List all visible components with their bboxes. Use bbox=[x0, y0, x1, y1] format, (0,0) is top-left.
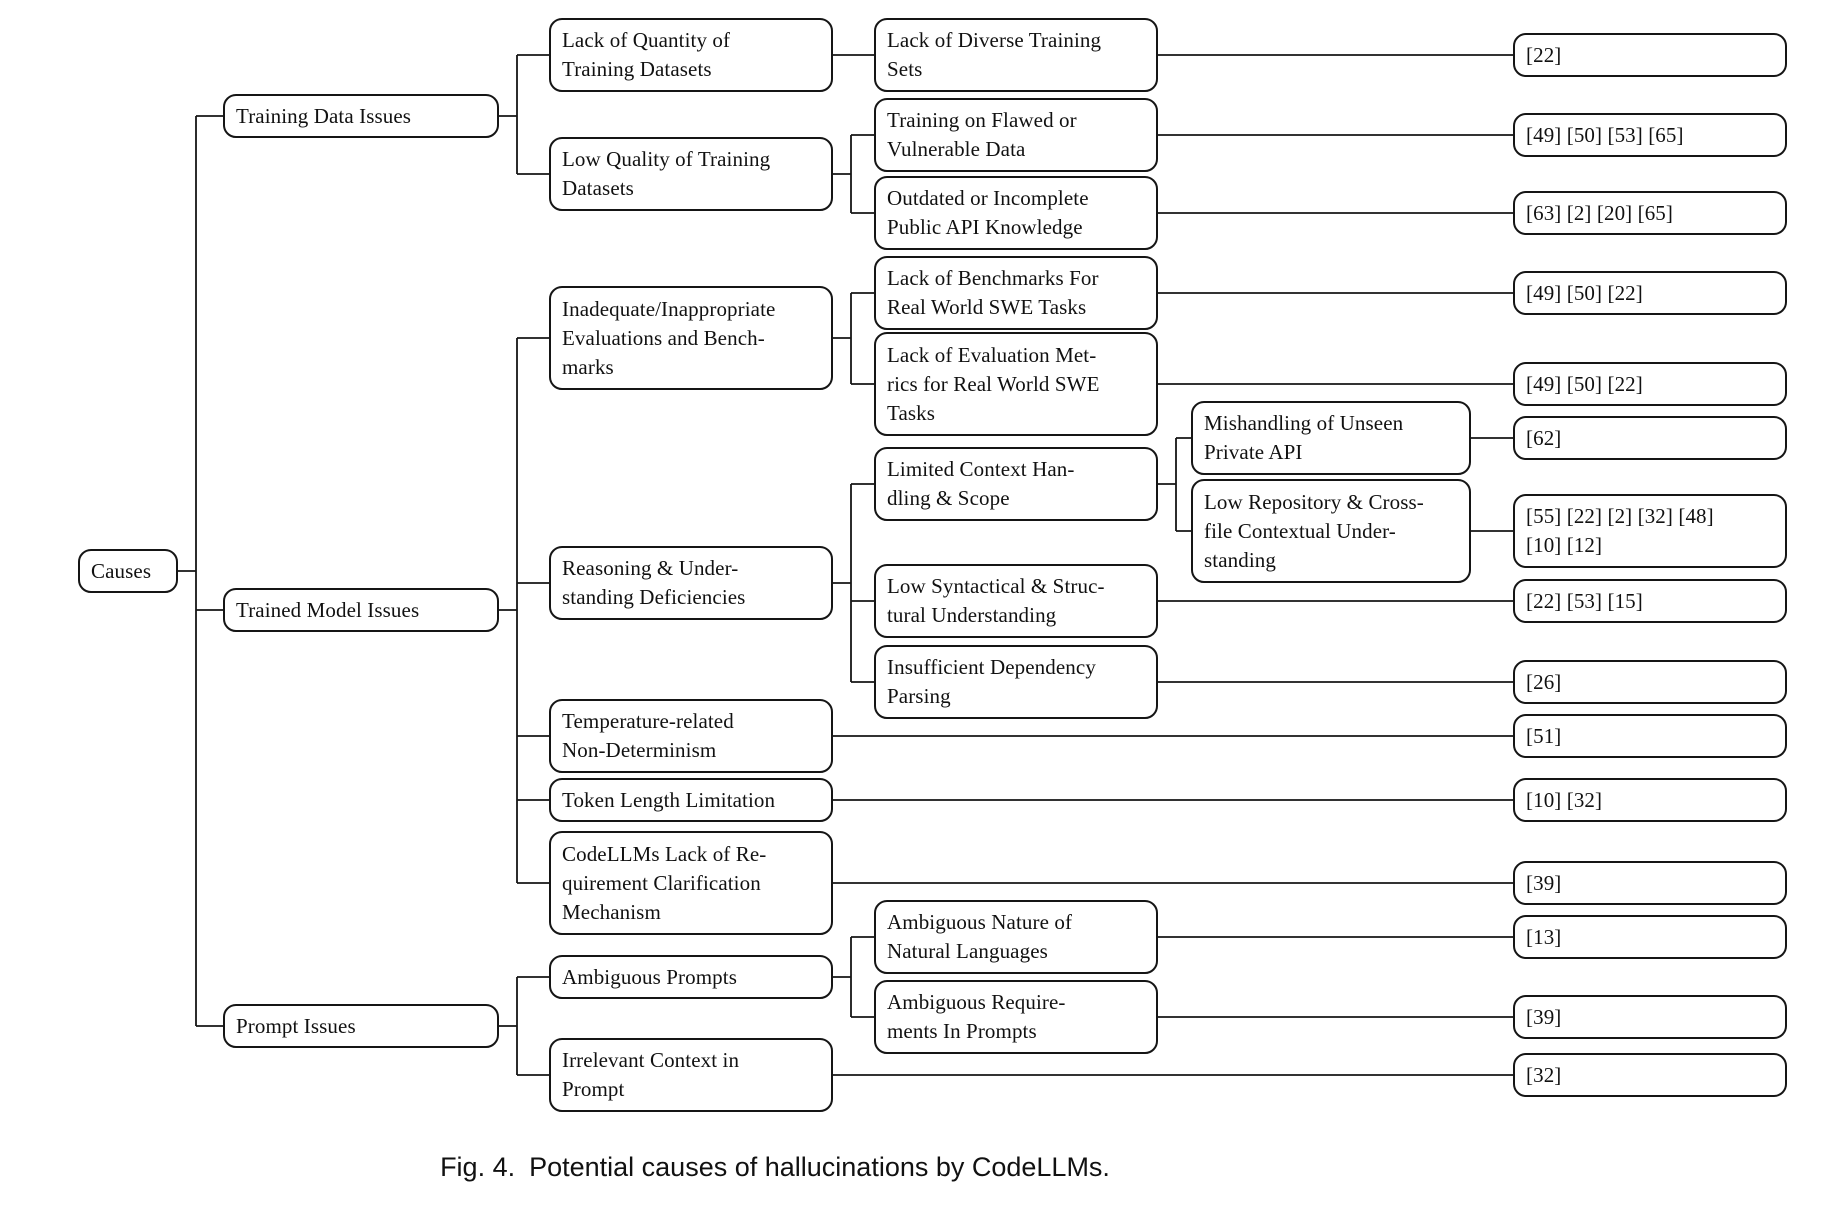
node-prompt-issues: Prompt Issues bbox=[223, 1004, 499, 1048]
node-training-on-flawed-data: Training on Flawed or Vulnerable Data bbox=[874, 98, 1158, 172]
node-low-quality-training-datasets: Low Quality of Training Datasets bbox=[549, 137, 833, 211]
refs-lack-benchmarks-swe-tasks: [49] [50] [22] bbox=[1513, 271, 1787, 315]
node-ambiguous-prompts: Ambiguous Prompts bbox=[549, 955, 833, 999]
refs-codellms-lack-requirement-clarification: [39] bbox=[1513, 861, 1787, 905]
node-ambiguous-requirements-in-prompts: Ambiguous Require- ments In Prompts bbox=[874, 980, 1158, 1054]
refs-ambiguous-nature-natural-languages: [13] bbox=[1513, 915, 1787, 959]
node-causes: Causes bbox=[78, 549, 178, 593]
node-reasoning-understanding-deficiencies: Reasoning & Under- standing Deficiencies bbox=[549, 546, 833, 620]
node-insufficient-dependency-parsing: Insufficient Dependency Parsing bbox=[874, 645, 1158, 719]
refs-lack-evaluation-metrics-swe-tasks: [49] [50] [22] bbox=[1513, 362, 1787, 406]
figure-caption-text: Potential causes of hallucinations by Co… bbox=[529, 1152, 1110, 1182]
node-low-repository-crossfile-understanding: Low Repository & Cross- file Contextual … bbox=[1191, 479, 1471, 583]
node-training-data-issues: Training Data Issues bbox=[223, 94, 499, 138]
node-trained-model-issues: Trained Model Issues bbox=[223, 588, 499, 632]
refs-irrelevant-context-in-prompt: [32] bbox=[1513, 1053, 1787, 1097]
refs-insufficient-dependency-parsing: [26] bbox=[1513, 660, 1787, 704]
node-token-length-limitation: Token Length Limitation bbox=[549, 778, 833, 822]
node-low-syntactical-structural-understanding: Low Syntactical & Struc- tural Understan… bbox=[874, 564, 1158, 638]
node-codellms-lack-requirement-clarification: CodeLLMs Lack of Re- quirement Clarifica… bbox=[549, 831, 833, 935]
node-mishandling-unseen-private-api: Mishandling of Unseen Private API bbox=[1191, 401, 1471, 475]
figure-caption-label: Fig. 4. bbox=[440, 1152, 516, 1182]
refs-ambiguous-requirements-in-prompts: [39] bbox=[1513, 995, 1787, 1039]
node-lack-diverse-training-sets: Lack of Diverse Training Sets bbox=[874, 18, 1158, 92]
node-lack-quantity-training-datasets: Lack of Quantity of Training Datasets bbox=[549, 18, 833, 92]
node-outdated-public-api-knowledge: Outdated or Incomplete Public API Knowle… bbox=[874, 176, 1158, 250]
node-ambiguous-nature-natural-languages: Ambiguous Nature of Natural Languages bbox=[874, 900, 1158, 974]
node-limited-context-handling-scope: Limited Context Han- dling & Scope bbox=[874, 447, 1158, 521]
refs-outdated-public-api-knowledge: [63] [2] [20] [65] bbox=[1513, 191, 1787, 235]
refs-low-syntactical-structural-understanding: [22] [53] [15] bbox=[1513, 579, 1787, 623]
node-inadequate-evaluations-benchmarks: Inadequate/Inappropriate Evaluations and… bbox=[549, 286, 833, 390]
refs-temperature-non-determinism: [51] bbox=[1513, 714, 1787, 758]
node-lack-evaluation-metrics-swe-tasks: Lack of Evaluation Met- rics for Real Wo… bbox=[874, 332, 1158, 436]
node-temperature-non-determinism: Temperature-related Non-Determinism bbox=[549, 699, 833, 773]
node-irrelevant-context-in-prompt: Irrelevant Context in Prompt bbox=[549, 1038, 833, 1112]
refs-mishandling-unseen-private-api: [62] bbox=[1513, 416, 1787, 460]
refs-training-on-flawed-data: [49] [50] [53] [65] bbox=[1513, 113, 1787, 157]
refs-low-repository-crossfile-understanding: [55] [22] [2] [32] [48] [10] [12] bbox=[1513, 494, 1787, 568]
refs-token-length-limitation: [10] [32] bbox=[1513, 778, 1787, 822]
refs-lack-diverse-training-sets: [22] bbox=[1513, 33, 1787, 77]
figure-caption: Fig. 4. Potential causes of hallucination… bbox=[0, 1152, 1550, 1183]
node-lack-benchmarks-swe-tasks: Lack of Benchmarks For Real World SWE Ta… bbox=[874, 256, 1158, 330]
